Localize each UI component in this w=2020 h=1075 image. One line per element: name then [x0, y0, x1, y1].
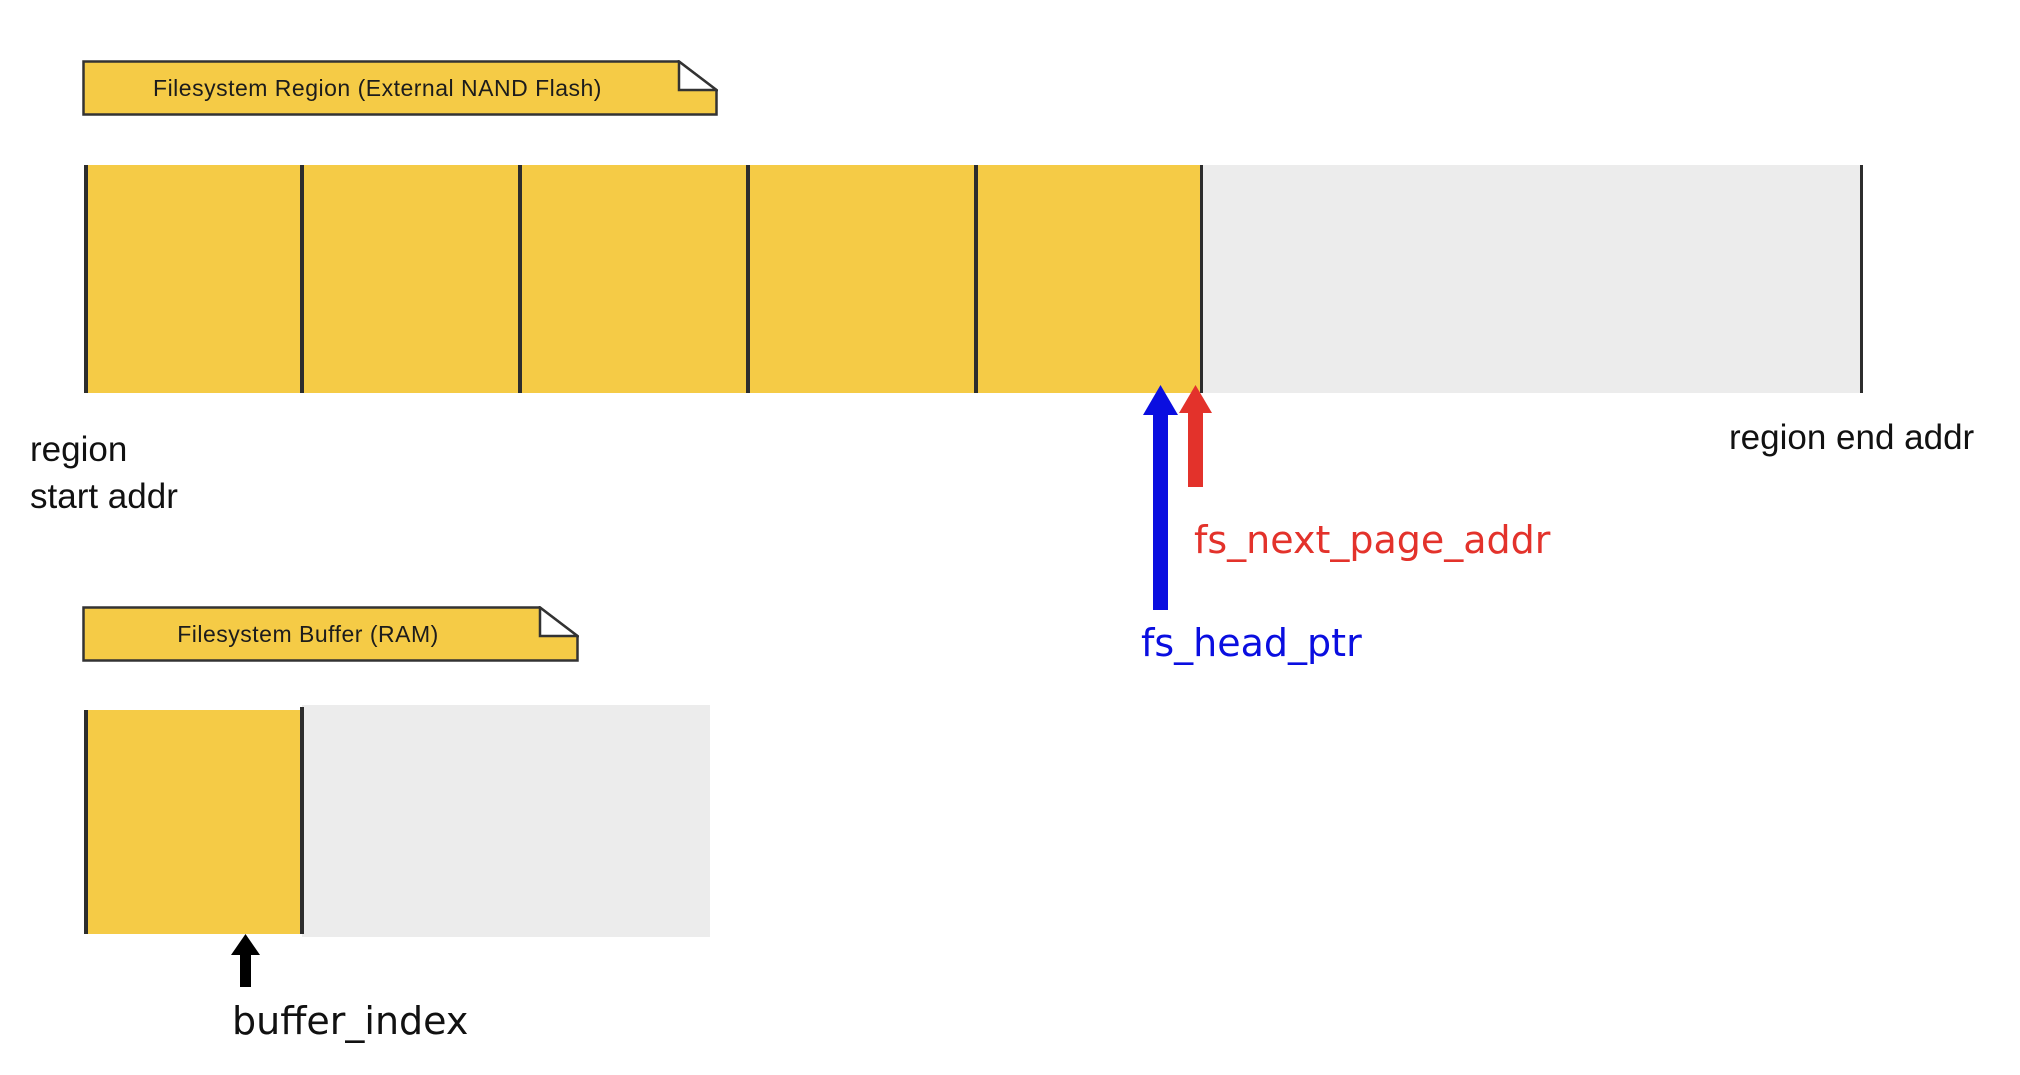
fs-head-ptr-label: fs_head_ptr	[1141, 621, 1362, 665]
region-start-line-2: start addr	[30, 477, 178, 516]
page-divider	[746, 165, 750, 393]
page-divider	[300, 165, 304, 393]
buffer-note: Filesystem Buffer (RAM)	[82, 606, 579, 662]
page-divider	[1200, 165, 1203, 393]
fs-head-ptr-arrow	[1143, 385, 1178, 610]
note-shape	[82, 60, 718, 116]
used-page	[84, 710, 302, 934]
page-divider	[84, 165, 88, 393]
buffer-title: Filesystem Buffer (RAM)	[177, 620, 439, 647]
flash-region-title: Filesystem Region (External NAND Flash)	[153, 74, 602, 101]
region-start-line-1: region	[30, 430, 128, 469]
page-divider	[974, 165, 978, 393]
free-space	[302, 705, 710, 937]
fs-next-page-addr-label: fs_next_page_addr	[1194, 518, 1551, 562]
flash-region-note: Filesystem Region (External NAND Flash)	[82, 60, 718, 116]
used-page	[520, 165, 748, 393]
buffer-index-arrow	[231, 934, 260, 987]
used-page	[748, 165, 976, 393]
fs-next-page-addr-arrow	[1179, 385, 1212, 487]
used-page	[302, 165, 520, 393]
region-end-label: region end addr	[1729, 418, 1975, 457]
page-divider	[84, 710, 88, 934]
page-divider	[518, 165, 522, 393]
flash-region-bar	[84, 165, 1863, 393]
used-page	[976, 165, 1202, 393]
region-start-label: region start addr	[30, 426, 178, 520]
note-shape	[82, 606, 579, 662]
region-end-line	[1860, 165, 1863, 393]
buffer-index-label: buffer_index	[232, 999, 469, 1043]
ram-buffer-bar	[84, 705, 710, 937]
page-divider	[300, 707, 304, 934]
free-space	[1202, 165, 1863, 393]
used-page	[84, 165, 302, 393]
